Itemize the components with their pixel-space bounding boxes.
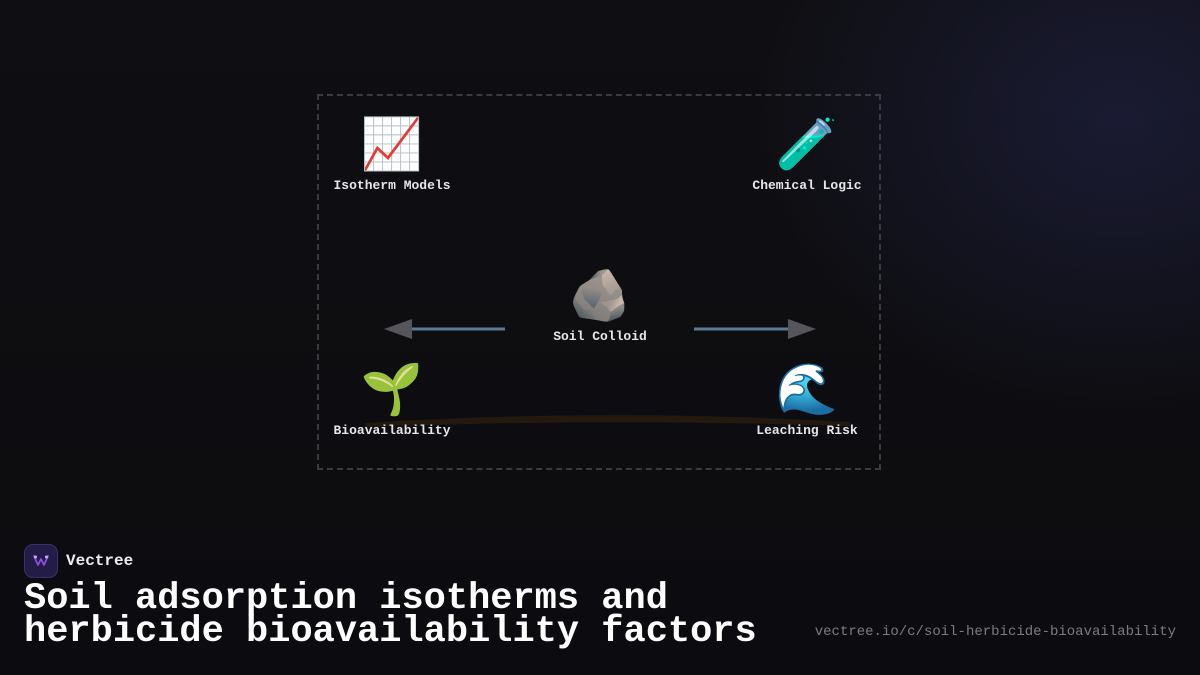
node-label: Bioavailability (333, 423, 451, 438)
page-url[interactable]: vectree.io/c/soil-herbicide-bioavailabil… (814, 624, 1176, 640)
seedling-icon: 🌱 (360, 360, 424, 418)
test-tube-icon: 🧪 (775, 115, 839, 173)
vectree-logo-icon (24, 544, 58, 578)
node-label: Leaching Risk (756, 423, 858, 438)
brand: Vectree (24, 544, 133, 578)
page-title: Soil adsorption isotherms and herbicide … (24, 578, 757, 653)
node-label: Soil Colloid (553, 329, 647, 344)
diagram-frame (317, 94, 881, 470)
node-soil-colloid: 🪨 Soil Colloid (520, 267, 680, 344)
rock-icon: 🪨 (568, 266, 632, 324)
node-label: Isotherm Models (333, 178, 451, 193)
water-wave-icon: 🌊 (775, 360, 839, 418)
node-bioavailability: 🌱 Bioavailability (312, 361, 472, 438)
node-leaching-risk: 🌊 Leaching Risk (727, 361, 887, 438)
node-chemical-logic: 🧪 Chemical Logic (727, 116, 887, 193)
chart-increasing-icon: 📈 (360, 115, 424, 173)
brand-name: Vectree (66, 552, 134, 570)
node-label: Chemical Logic (752, 178, 862, 193)
node-isotherm-models: 📈 Isotherm Models (312, 116, 472, 193)
